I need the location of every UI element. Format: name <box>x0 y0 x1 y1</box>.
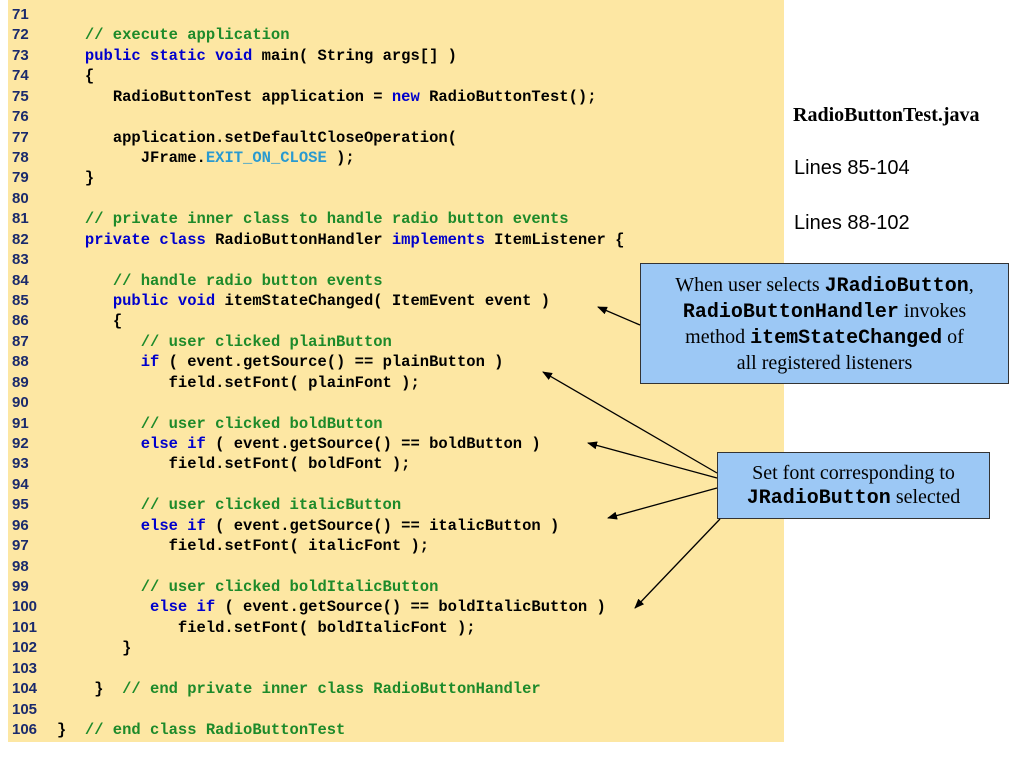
code-text: field.setFont( italicFont ); <box>168 537 430 556</box>
arrow-to-line-96 <box>607 487 718 520</box>
line-number: 76 <box>12 108 29 126</box>
code-text: public void itemStateChanged( ItemEvent … <box>112 292 550 311</box>
code-text: if ( event.getSource() == plainButton ) <box>140 353 504 372</box>
line-number: 97 <box>12 537 29 555</box>
line-number: 78 <box>12 149 29 166</box>
line-number: 91 <box>12 414 29 432</box>
code-text: } // end class RadioButtonTest <box>57 721 346 740</box>
line-number: 87 <box>12 332 29 350</box>
code-text: RadioButtonTest application = new RadioB… <box>112 87 597 106</box>
line-number: 103 <box>12 659 38 677</box>
callout-text: method <box>685 326 751 348</box>
code-text: } <box>122 639 132 658</box>
code-text: else if ( event.getSource() == boldItali… <box>150 598 606 617</box>
line-number: 94 <box>12 475 29 493</box>
line-number: 74 <box>12 67 29 85</box>
line-number: 98 <box>12 557 29 575</box>
callout-code-text: JRadioButton <box>746 487 891 510</box>
code-text: // private inner class to handle radio b… <box>84 210 569 229</box>
line-number: 77 <box>12 128 29 146</box>
line-number: 72 <box>12 26 29 44</box>
code-text: else if ( event.getSource() == italicBut… <box>140 516 560 535</box>
line-number: 101 <box>12 618 38 636</box>
code-text: // execute application <box>84 26 290 45</box>
callout-text: Set font corresponding to <box>752 462 955 484</box>
code-text: } <box>84 169 95 188</box>
code-text: { <box>84 67 95 86</box>
code-text: { <box>112 312 123 331</box>
line-number: 92 <box>12 435 29 453</box>
line-number: 102 <box>12 639 38 657</box>
line-number: 80 <box>12 189 29 207</box>
callout-text: selected <box>890 486 961 508</box>
line-number: 95 <box>12 496 29 514</box>
callout-code-text: RadioButtonHandler <box>682 301 899 324</box>
line-number: 73 <box>12 46 29 64</box>
line-number: 105 <box>12 700 38 718</box>
line-number: 89 <box>12 373 29 391</box>
line-number: 104 <box>12 680 38 698</box>
line-range-label-1: Lines 85-104 <box>794 157 910 179</box>
line-range-label-2: Lines 88-102 <box>794 212 910 234</box>
line-number: 84 <box>12 271 29 289</box>
line-number: 88 <box>12 353 29 371</box>
line-number: 85 <box>12 292 29 310</box>
line-number: 83 <box>12 251 29 269</box>
code-text: application.setDefaultCloseOperation( <box>112 128 457 147</box>
code-text: JFrame.EXIT_ON_CLOSE ); <box>140 149 355 167</box>
code-text: public static void main( String args[] ) <box>84 46 457 65</box>
callout-set-font: Set font corresponding to JRadioButton se… <box>717 452 990 519</box>
arrow-to-line-85 <box>597 306 641 326</box>
code-text: field.setFont( plainFont ); <box>168 373 420 392</box>
callout-code-text: JRadioButton <box>824 275 969 298</box>
line-number: 90 <box>12 394 29 412</box>
code-text: else if ( event.getSource() == boldButto… <box>140 435 541 454</box>
line-number: 96 <box>12 516 29 534</box>
code-text: // user clicked boldButton <box>140 414 383 433</box>
callout-text: of <box>942 326 964 348</box>
callout-text: invokes <box>898 300 967 322</box>
line-number: 106 <box>12 721 38 739</box>
file-name-label: RadioButtonTest.java <box>793 104 980 126</box>
arrow-to-line-88 <box>542 371 718 474</box>
line-number: 93 <box>12 455 29 473</box>
code-text: // handle radio button events <box>112 271 383 290</box>
line-number: 81 <box>12 210 29 228</box>
code-text: // user clicked italicButton <box>140 496 402 515</box>
code-text: private class RadioButtonHandler impleme… <box>84 230 625 249</box>
callout-item-state-changed: When user selects JRadioButton, RadioButt… <box>640 263 1009 384</box>
code-text: // user clicked plainButton <box>140 332 392 351</box>
code-text: field.setFont( boldItalicFont ); <box>177 618 476 637</box>
line-number: 86 <box>12 312 29 330</box>
line-number: 71 <box>12 6 29 23</box>
code-text: field.setFont( boldFont ); <box>168 455 411 474</box>
line-number: 99 <box>12 578 29 596</box>
code-text: } // end private inner class RadioButton… <box>94 680 541 699</box>
callout-text: , <box>968 274 974 296</box>
line-number: 75 <box>12 87 29 105</box>
line-number: 79 <box>12 169 29 187</box>
callout-text: all registered listeners <box>736 352 913 374</box>
callout-code-text: itemStateChanged <box>750 327 943 350</box>
arrow-to-line-100 <box>634 518 721 609</box>
line-number: 100 <box>12 598 38 616</box>
callout-text: When user selects <box>675 274 825 296</box>
code-text: // user clicked boldItalicButton <box>140 578 439 597</box>
line-number: 82 <box>12 230 29 248</box>
arrow-to-line-92 <box>587 441 718 479</box>
